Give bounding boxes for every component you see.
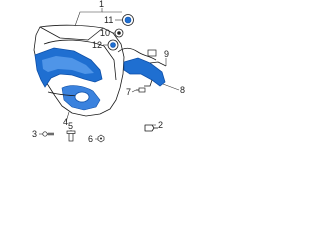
callout-5: 5 xyxy=(68,121,73,131)
callout-8: 8 xyxy=(180,85,185,95)
bulb-socket-10 xyxy=(114,28,124,38)
bulb-cap-11 xyxy=(122,14,134,26)
headlamp-assembly xyxy=(33,24,125,117)
nut-6 xyxy=(97,134,105,143)
callout-6: 6 xyxy=(88,134,93,144)
bracket-tab xyxy=(149,61,167,67)
headlamp-bracket xyxy=(117,47,167,87)
leader-1 xyxy=(74,8,103,27)
clip-2 xyxy=(144,124,158,132)
callout-7: 7 xyxy=(126,87,131,97)
headlamp-parts-diagram: 1 11 10 12 9 8 7 4 3 5 6 2 xyxy=(32,0,185,144)
housing-inner-line-3 xyxy=(103,45,117,81)
leader-lines xyxy=(39,8,180,140)
callout-4: 4 xyxy=(63,117,68,127)
projector-lens xyxy=(74,91,90,103)
callout-9: 9 xyxy=(164,49,169,59)
callout-3: 3 xyxy=(32,129,37,139)
callout-2: 2 xyxy=(158,120,163,130)
callout-12: 12 xyxy=(92,40,102,50)
wiring-connector xyxy=(147,49,157,57)
bracket-lower-tab xyxy=(144,79,153,87)
bracket-body xyxy=(123,57,166,87)
bulb-cap-12 xyxy=(107,39,119,51)
bolt-7 xyxy=(136,87,146,93)
leader-4 xyxy=(65,111,70,123)
fastener-5 xyxy=(66,130,76,142)
housing-inner-line-1 xyxy=(43,39,105,47)
wiring-harness xyxy=(117,47,157,61)
callout-10: 10 xyxy=(100,28,110,38)
leader-7 xyxy=(131,89,137,93)
housing-top-edge xyxy=(39,26,104,41)
callout-1: 1 xyxy=(99,0,104,9)
lens-inner-highlight xyxy=(42,56,94,74)
leader-8 xyxy=(162,83,180,91)
callout-11: 11 xyxy=(104,15,113,25)
screw-3 xyxy=(42,131,54,137)
callout-labels: 1 11 10 12 9 8 7 4 3 5 6 2 xyxy=(32,0,185,144)
